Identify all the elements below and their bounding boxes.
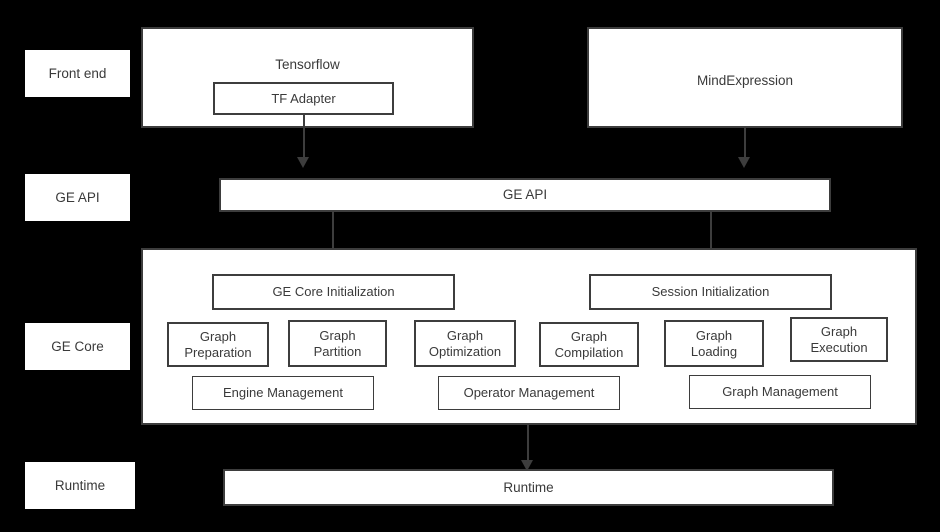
tier-label-runtime-text: Runtime xyxy=(54,477,106,493)
runtime-box[interactable]: Runtime xyxy=(223,469,834,506)
tier-label-front-end: Front end xyxy=(25,50,130,97)
ge-core-initialization-box[interactable]: GE Core Initialization xyxy=(212,274,455,310)
graph-preparation-label: Graph Preparation xyxy=(184,329,252,360)
tf-adapter-label: TF Adapter xyxy=(271,90,336,106)
graph-execution-box[interactable]: Graph Execution xyxy=(790,317,888,362)
session-initialization-box[interactable]: Session Initialization xyxy=(589,274,832,310)
ge-api-label: GE API xyxy=(502,187,548,203)
graph-compilation-label: Graph Compilation xyxy=(554,329,624,360)
graph-execution-label: Graph Execution xyxy=(810,324,868,355)
tf-adapter-box[interactable]: TF Adapter xyxy=(213,82,394,115)
arrowhead-mindexpression-to-ge-api xyxy=(738,157,750,168)
tier-label-ge-core-text: GE Core xyxy=(51,338,104,354)
ge-core-initialization-label: GE Core Initialization xyxy=(272,284,395,300)
tier-label-runtime: Runtime xyxy=(25,462,135,509)
ge-api-box[interactable]: GE API xyxy=(219,178,831,212)
connector-ge-api-to-core-init xyxy=(332,212,334,262)
mindexpression-container: MindExpression xyxy=(587,27,903,128)
graph-loading-label: Graph Loading xyxy=(690,328,738,359)
session-initialization-label: Session Initialization xyxy=(651,284,770,300)
tier-label-ge-api-text: GE API xyxy=(55,189,100,205)
runtime-label: Runtime xyxy=(503,479,554,495)
tier-label-ge-api: GE API xyxy=(25,174,130,221)
graph-compilation-box[interactable]: Graph Compilation xyxy=(539,322,639,367)
engine-management-box[interactable]: Engine Management xyxy=(192,376,374,410)
tier-label-ge-core: GE Core xyxy=(25,323,130,370)
tier-label-front-end-text: Front end xyxy=(48,65,107,81)
arrowhead-ge-core-to-runtime xyxy=(521,460,533,471)
graph-optimization-label: Graph Optimization xyxy=(428,328,502,359)
connector-ge-core-to-runtime xyxy=(527,425,529,463)
mindexpression-label: MindExpression xyxy=(696,73,794,88)
graph-preparation-box[interactable]: Graph Preparation xyxy=(167,322,269,367)
graph-partition-box[interactable]: Graph Partition xyxy=(288,320,387,367)
graph-management-box[interactable]: Graph Management xyxy=(689,375,871,409)
graph-partition-label: Graph Partition xyxy=(313,328,362,359)
tensorflow-label: Tensorflow xyxy=(275,57,340,72)
connector-tf-adapter-to-ge-api xyxy=(303,115,305,159)
operator-management-box[interactable]: Operator Management xyxy=(438,376,620,410)
graph-management-label: Graph Management xyxy=(722,384,838,400)
arrowhead-tf-adapter-to-ge-api xyxy=(297,157,309,168)
operator-management-label: Operator Management xyxy=(463,385,595,401)
connector-mindexpression-to-ge-api xyxy=(744,128,746,159)
graph-optimization-box[interactable]: Graph Optimization xyxy=(414,320,516,367)
connector-ge-api-to-session-init xyxy=(710,212,712,262)
graph-loading-box[interactable]: Graph Loading xyxy=(664,320,764,367)
engine-management-label: Engine Management xyxy=(223,385,343,401)
